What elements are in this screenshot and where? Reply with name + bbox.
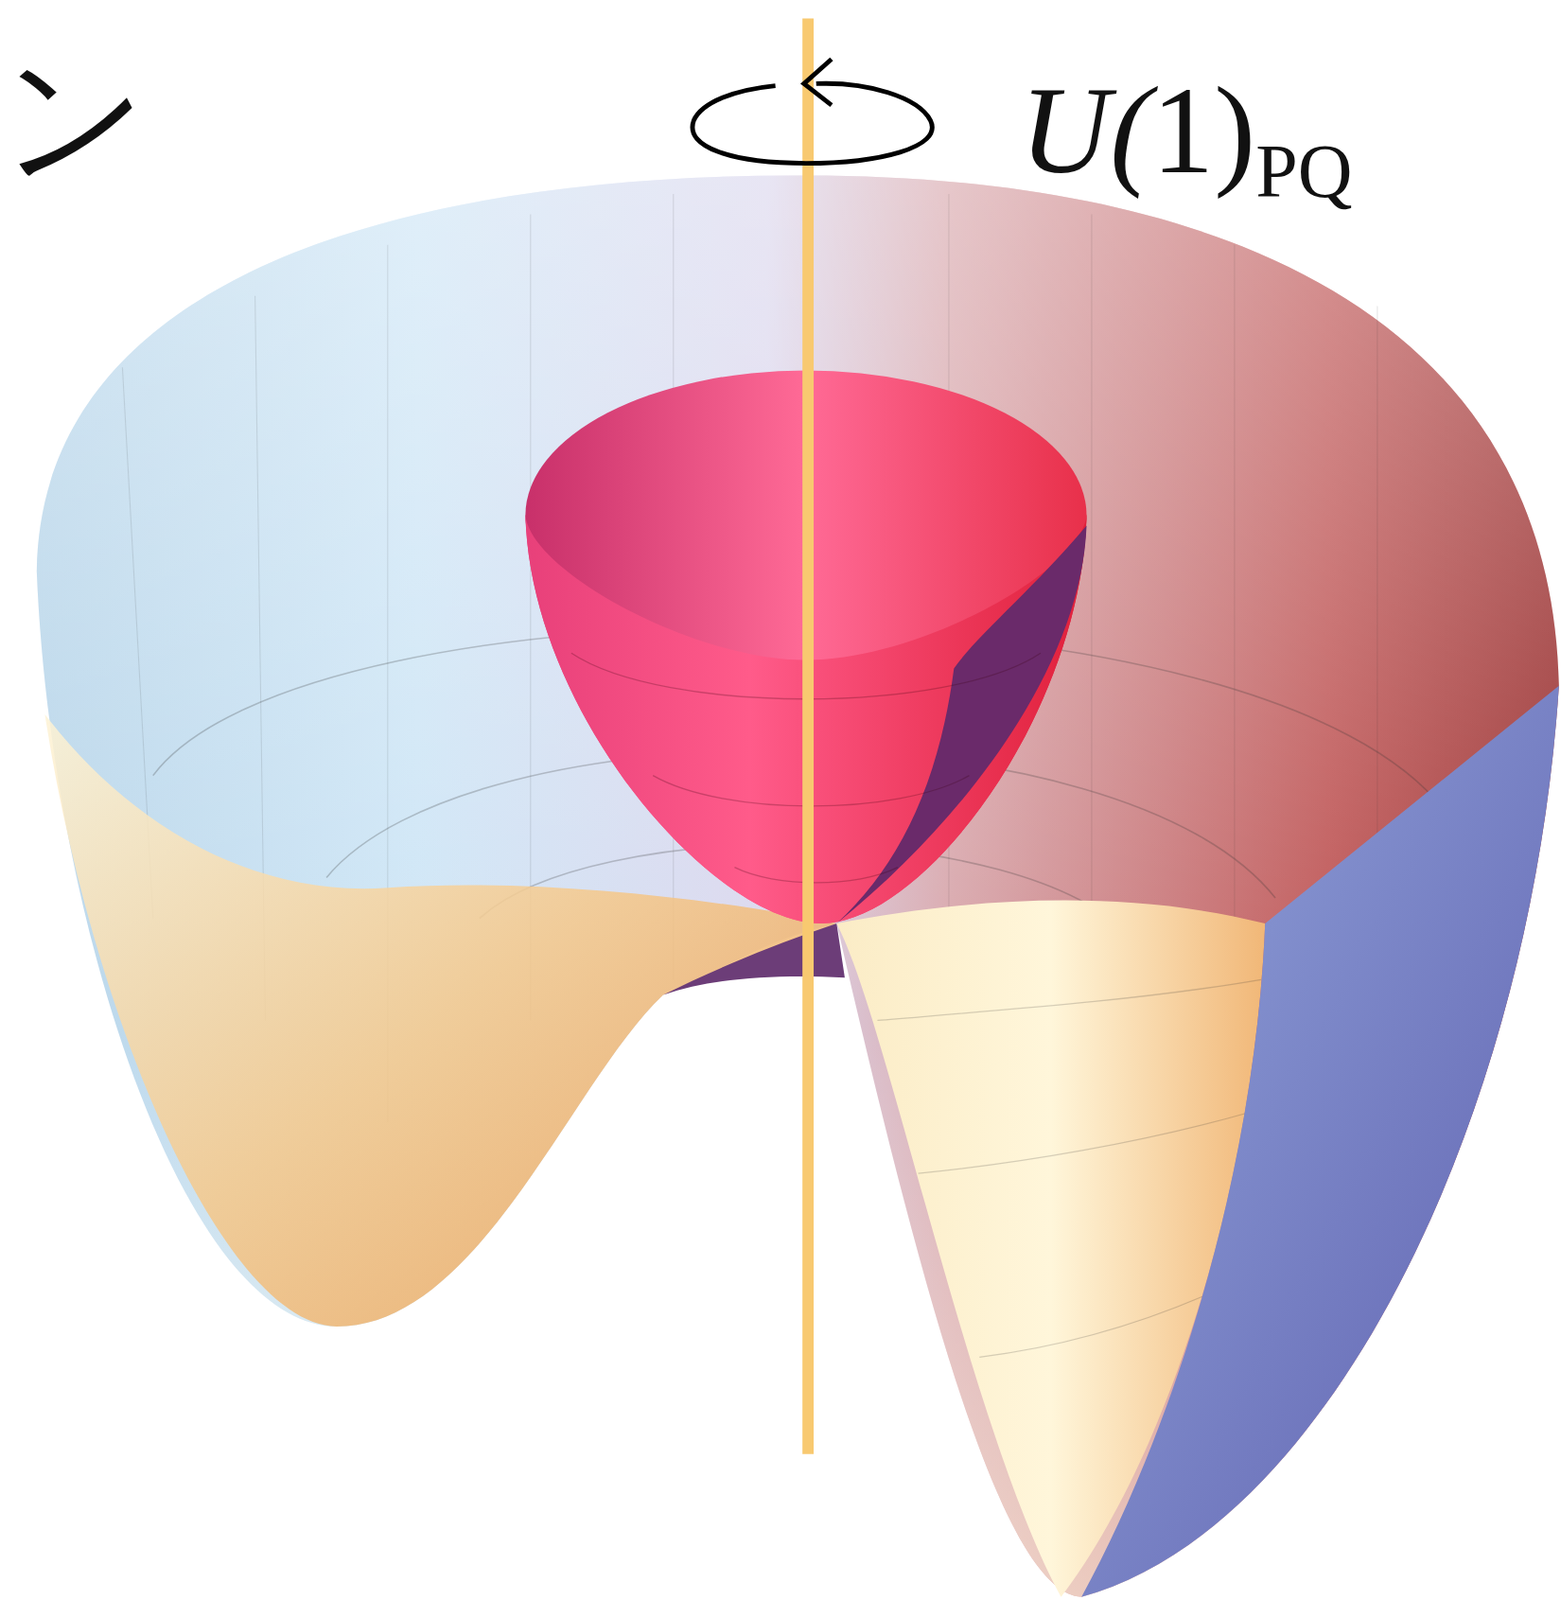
symmetry-label: U(1)PQ (1019, 68, 1353, 210)
group-symbol: U(1) (1019, 68, 1256, 193)
title-fragment: ン (1, 45, 148, 188)
group-subscript: PQ (1255, 129, 1352, 213)
